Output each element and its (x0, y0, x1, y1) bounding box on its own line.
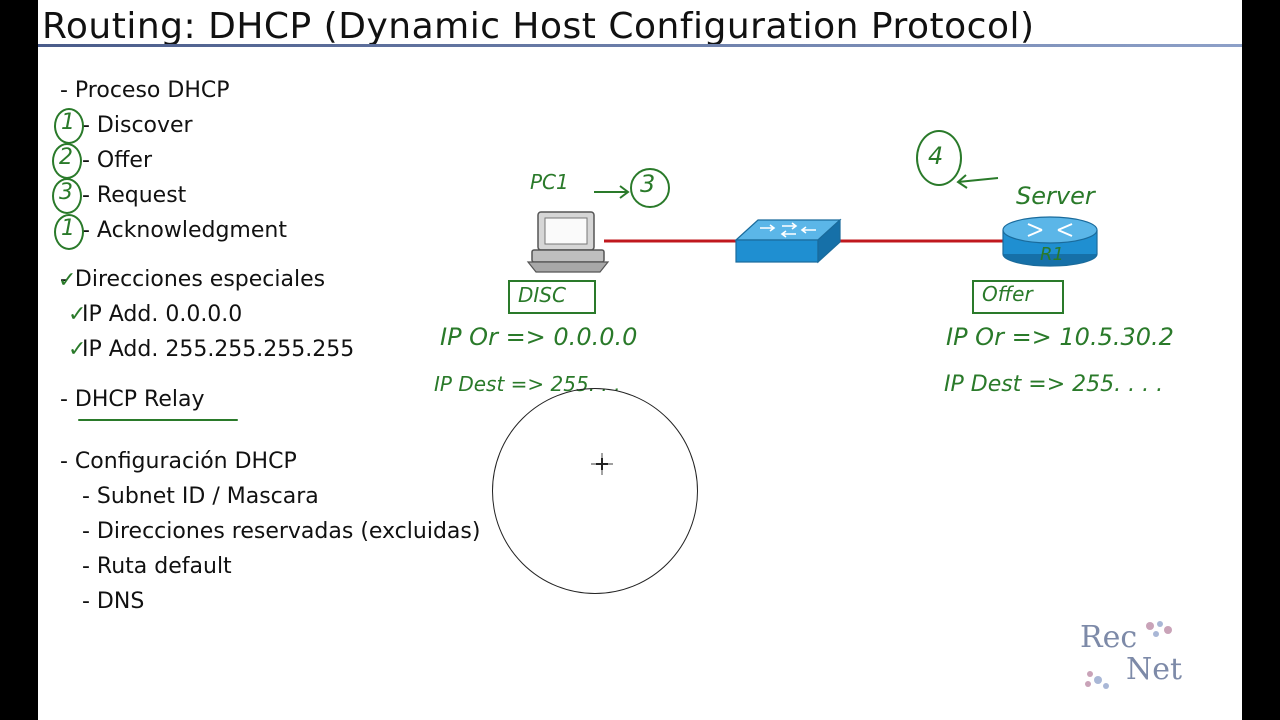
step-num-3: 3 (59, 180, 73, 205)
check-mark-ip1: ✓ (68, 302, 87, 327)
arrow-to-step4 (956, 174, 999, 189)
step-num-1: 1 (61, 110, 75, 135)
outline-ruta: - Ruta default (82, 554, 232, 579)
outline-dns: - DNS (82, 589, 145, 614)
crosshair-cursor-icon (591, 453, 613, 475)
relay-underline (78, 419, 238, 421)
disc-box (508, 280, 596, 314)
logo-net: Net (1126, 652, 1183, 687)
logo-rec: Rec (1080, 620, 1138, 655)
step-num-2: 2 (59, 145, 73, 170)
pc-icon (526, 211, 610, 273)
server-ip-origin: IP Or => 10.5.30.2 (946, 323, 1174, 351)
disc-box-label: DISC (518, 283, 566, 307)
server-label: Server (1016, 182, 1095, 210)
pc-step-circle (630, 168, 670, 208)
switch-icon (734, 218, 842, 264)
zoom-lens-circle[interactable] (492, 388, 698, 594)
step-num-4: 1 (61, 216, 75, 241)
pc-step-num: 3 (640, 170, 656, 198)
outline-discover: - Discover (82, 113, 193, 138)
outline-ack: - Acknowledgment (82, 218, 287, 243)
router-label: R1 (1040, 244, 1064, 265)
outline-proceso: - Proceso DHCP (60, 78, 230, 103)
server-ip-dest: IP Dest => 255. . . . (944, 372, 1164, 397)
outline-ip2: IP Add. 255.255.255.255 (82, 337, 355, 362)
server-step-circle (916, 130, 962, 186)
arrow-to-step3 (594, 185, 630, 199)
network-diagram (526, 174, 1098, 273)
outline-request: - Request (82, 183, 187, 208)
step-circle-3 (52, 178, 82, 214)
router-icon (1002, 216, 1098, 267)
outline-config: - Configuración DHCP (60, 449, 297, 474)
recnet-logo-icon (1085, 621, 1172, 689)
outline-ip1: IP Add. 0.0.0.0 (82, 302, 243, 327)
slide-canvas: Routing: DHCP (Dynamic Host Configuratio… (38, 0, 1242, 720)
offer-box (972, 280, 1064, 314)
check-mark-direcciones: ✓ (58, 268, 77, 293)
step-circle-4 (54, 214, 84, 250)
title-rule (38, 44, 1242, 47)
pc-ip-origin: IP Or => 0.0.0.0 (440, 323, 638, 351)
outline-relay: - DHCP Relay (60, 387, 205, 412)
pc-label: PC1 (530, 170, 569, 194)
outline-direcciones: - Direcciones especiales (60, 267, 326, 292)
slide-title: Routing: DHCP (Dynamic Host Configuratio… (42, 6, 1035, 47)
outline-subnet: - Subnet ID / Mascara (82, 484, 319, 509)
server-step-num: 4 (928, 142, 944, 170)
offer-box-label: Offer (982, 282, 1033, 306)
check-mark-ip2: ✓ (68, 337, 87, 362)
outline-offer: - Offer (82, 148, 152, 173)
outline-reservadas: - Direcciones reservadas (excluidas) (82, 519, 481, 544)
